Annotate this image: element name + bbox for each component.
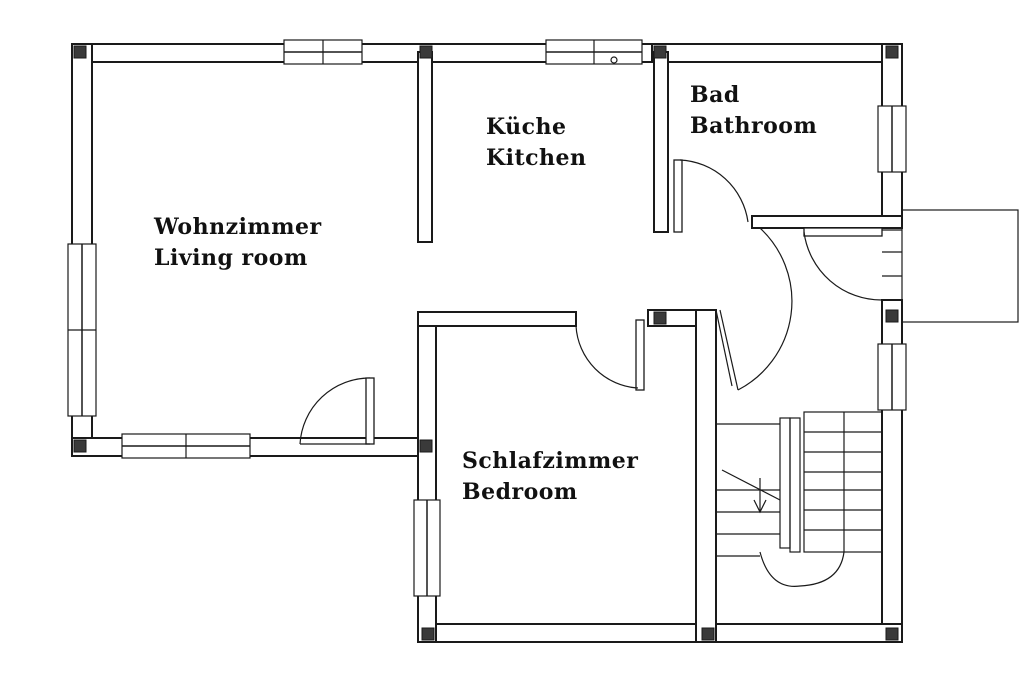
pier-top-left: [73, 45, 87, 59]
door-bathroom: [673, 159, 749, 233]
staircase: [716, 411, 883, 587]
wall-living-kitchen: [417, 51, 433, 243]
bath-german-label: Bad: [690, 82, 740, 108]
wall-bottom: [417, 623, 903, 643]
bedroom-german-label: Schlafzimmer: [462, 448, 639, 474]
windows: [67, 39, 907, 597]
room-label-bedroom: Schlafzimmer Bedroom: [462, 446, 638, 508]
bedroom-english-label: Bedroom: [462, 479, 578, 505]
pier-bottom-left: [73, 439, 87, 453]
piers: [73, 45, 899, 641]
window-living-left: [67, 243, 97, 417]
pier-right-mid: [885, 309, 899, 323]
kitchen-english-label: Kitchen: [486, 145, 587, 171]
pier-top-kitchen-bath: [653, 45, 667, 59]
door-entrance: [803, 227, 883, 301]
pier-top-living-kitchen: [419, 45, 433, 59]
wall-top-right: [651, 43, 903, 63]
pier-bottom-right: [885, 627, 899, 641]
entrance-porch: [882, 209, 1019, 323]
wall-bedroom-stairs: [695, 309, 717, 643]
window-bedroom-left: [413, 499, 441, 597]
wall-bath-bottom: [751, 215, 903, 229]
pier-bottom-mid: [701, 627, 715, 641]
wall-kitchen-bath: [653, 51, 669, 233]
room-label-bath: Bad Bathroom: [690, 80, 817, 142]
door-bedroom: [575, 319, 645, 391]
window-kitchen-top: [545, 39, 643, 65]
door-living-exterior: [299, 377, 375, 445]
wall-bedroom-top: [417, 311, 577, 327]
pier-bedroom-top: [653, 311, 667, 325]
room-label-kitchen: Küche Kitchen: [486, 112, 587, 174]
window-bath-right: [877, 105, 907, 173]
pier-living-bedroom: [419, 439, 433, 453]
living-english-label: Living room: [154, 245, 308, 271]
doors: [299, 159, 883, 445]
pier-top-right: [885, 45, 899, 59]
window-living-bottom: [121, 433, 251, 459]
living-german-label: Wohnzimmer: [154, 214, 322, 240]
porch-slab: [901, 209, 1019, 323]
door-hall: [715, 227, 793, 391]
room-label-living: Wohnzimmer Living room: [154, 212, 322, 274]
kitchen-german-label: Küche: [486, 114, 567, 140]
window-living-top: [283, 39, 363, 65]
pier-bottom-left-bedroom: [421, 627, 435, 641]
bath-english-label: Bathroom: [690, 113, 818, 139]
window-stairs-right: [877, 343, 907, 411]
